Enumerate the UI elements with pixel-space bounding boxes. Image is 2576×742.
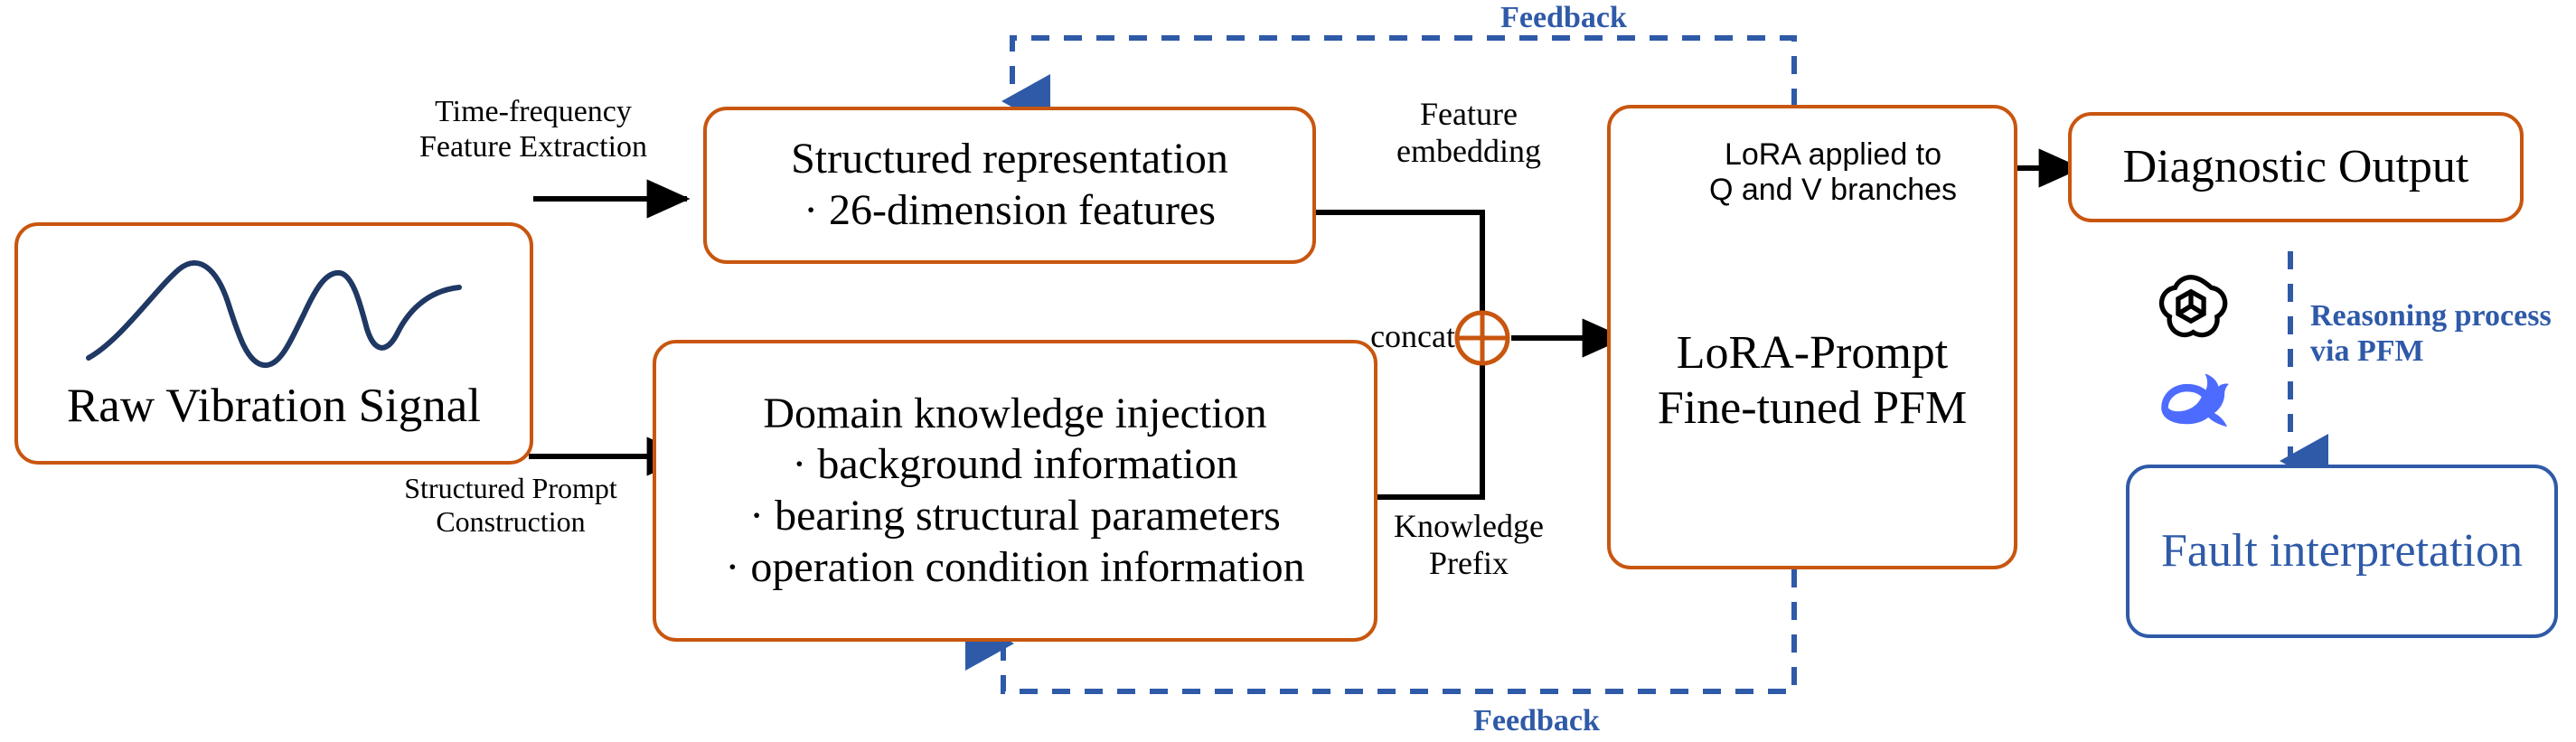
fault-interpretation-label: Fault interpretation	[2160, 525, 2523, 578]
node-raw-vibration-signal[interactable]: Raw Vibration Signal	[14, 222, 533, 465]
node-diagnostic-output[interactable]: Diagnostic Output	[2068, 112, 2524, 222]
label-knowledge-prefix: Knowledge Prefix	[1394, 508, 1544, 582]
pfm-line1: LoRA-Prompt	[1676, 326, 1949, 379]
domain-knowledge-line1: Domain knowledge injection	[763, 389, 1267, 437]
node-domain-knowledge-injection[interactable]: Domain knowledge injection · background …	[653, 340, 1377, 642]
label-time-frequency-extraction: Time-frequency Feature Extraction	[418, 95, 648, 164]
label-lora-applied-branches: LoRA applied to Q and V branches	[1708, 137, 1958, 208]
waveform-icon	[86, 260, 462, 368]
label-structured-prompt-construction: Structured Prompt Construction	[404, 472, 617, 538]
label-feature-embedding: Feature embedding	[1396, 96, 1541, 170]
label-feedback-bottom: Feedback	[1473, 704, 1600, 737]
circled-plus-icon	[1454, 310, 1510, 366]
deepseek-whale-logo-icon	[2149, 354, 2243, 441]
connector-feature-embedding	[1315, 210, 1485, 314]
structured-representation-line1: Structured representation	[791, 135, 1228, 183]
node-lora-prompt-pfm[interactable]: LoRA-Prompt Fine-tuned PFM	[1607, 105, 2017, 569]
structured-representation-line2: · 26-dimension features	[804, 186, 1216, 234]
label-concat: concat	[1370, 318, 1455, 354]
pfm-line2: Fine-tuned PFM	[1657, 382, 1968, 434]
domain-knowledge-line3: · bearing structural parameters	[749, 492, 1281, 540]
label-reasoning-process: Reasoning process via PFM	[2310, 299, 2552, 369]
diagnostic-output-label: Diagnostic Output	[2122, 141, 2469, 193]
openai-logo-icon	[2151, 269, 2231, 349]
domain-knowledge-line2: · background information	[792, 440, 1238, 489]
label-feedback-top: Feedback	[1500, 1, 1627, 34]
node-structured-representation[interactable]: Structured representation · 26-dimension…	[703, 107, 1316, 264]
node-fault-interpretation[interactable]: Fault interpretation	[2126, 465, 2558, 638]
raw-signal-label: Raw Vibration Signal	[66, 380, 482, 432]
domain-knowledge-line4: · operation condition information	[725, 542, 1305, 591]
